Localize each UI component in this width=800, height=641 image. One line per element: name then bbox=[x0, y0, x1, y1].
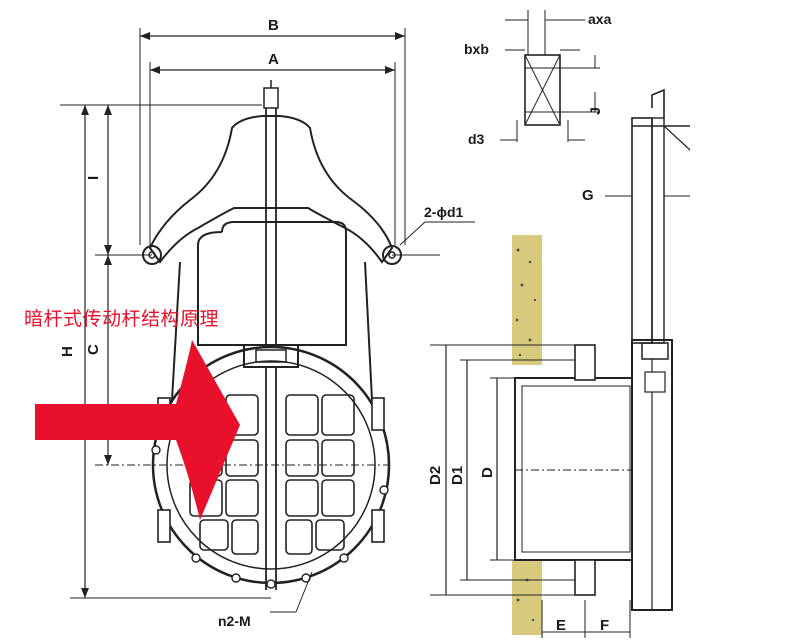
label-D2: D2 bbox=[427, 466, 444, 485]
pointer-arrow bbox=[35, 340, 240, 520]
label-G: G bbox=[582, 187, 594, 204]
packing-detail bbox=[500, 10, 600, 142]
dimension-labels: B A H I C 2-ϕd1 n2-M axa bxb d3 J G D2 D… bbox=[59, 11, 612, 634]
label-bolt-holes: 2-ϕd1 bbox=[424, 204, 463, 220]
label-C: C bbox=[85, 344, 102, 355]
label-F: F bbox=[600, 617, 609, 634]
label-H: H bbox=[59, 346, 76, 357]
label-J: J bbox=[587, 107, 603, 115]
label-bxb: bxb bbox=[464, 41, 489, 57]
label-I: I bbox=[85, 176, 102, 180]
diagram-caption: 暗杆式传动杆结构原理 bbox=[24, 308, 220, 330]
label-d3: d3 bbox=[468, 131, 485, 147]
label-A: A bbox=[268, 51, 279, 68]
label-D1: D1 bbox=[449, 466, 466, 485]
label-B: B bbox=[268, 17, 279, 34]
label-D: D bbox=[479, 467, 496, 478]
label-E: E bbox=[556, 617, 566, 634]
label-axa: axa bbox=[588, 11, 612, 27]
side-view bbox=[430, 88, 691, 638]
label-flange-holes: n2-M bbox=[218, 613, 251, 629]
